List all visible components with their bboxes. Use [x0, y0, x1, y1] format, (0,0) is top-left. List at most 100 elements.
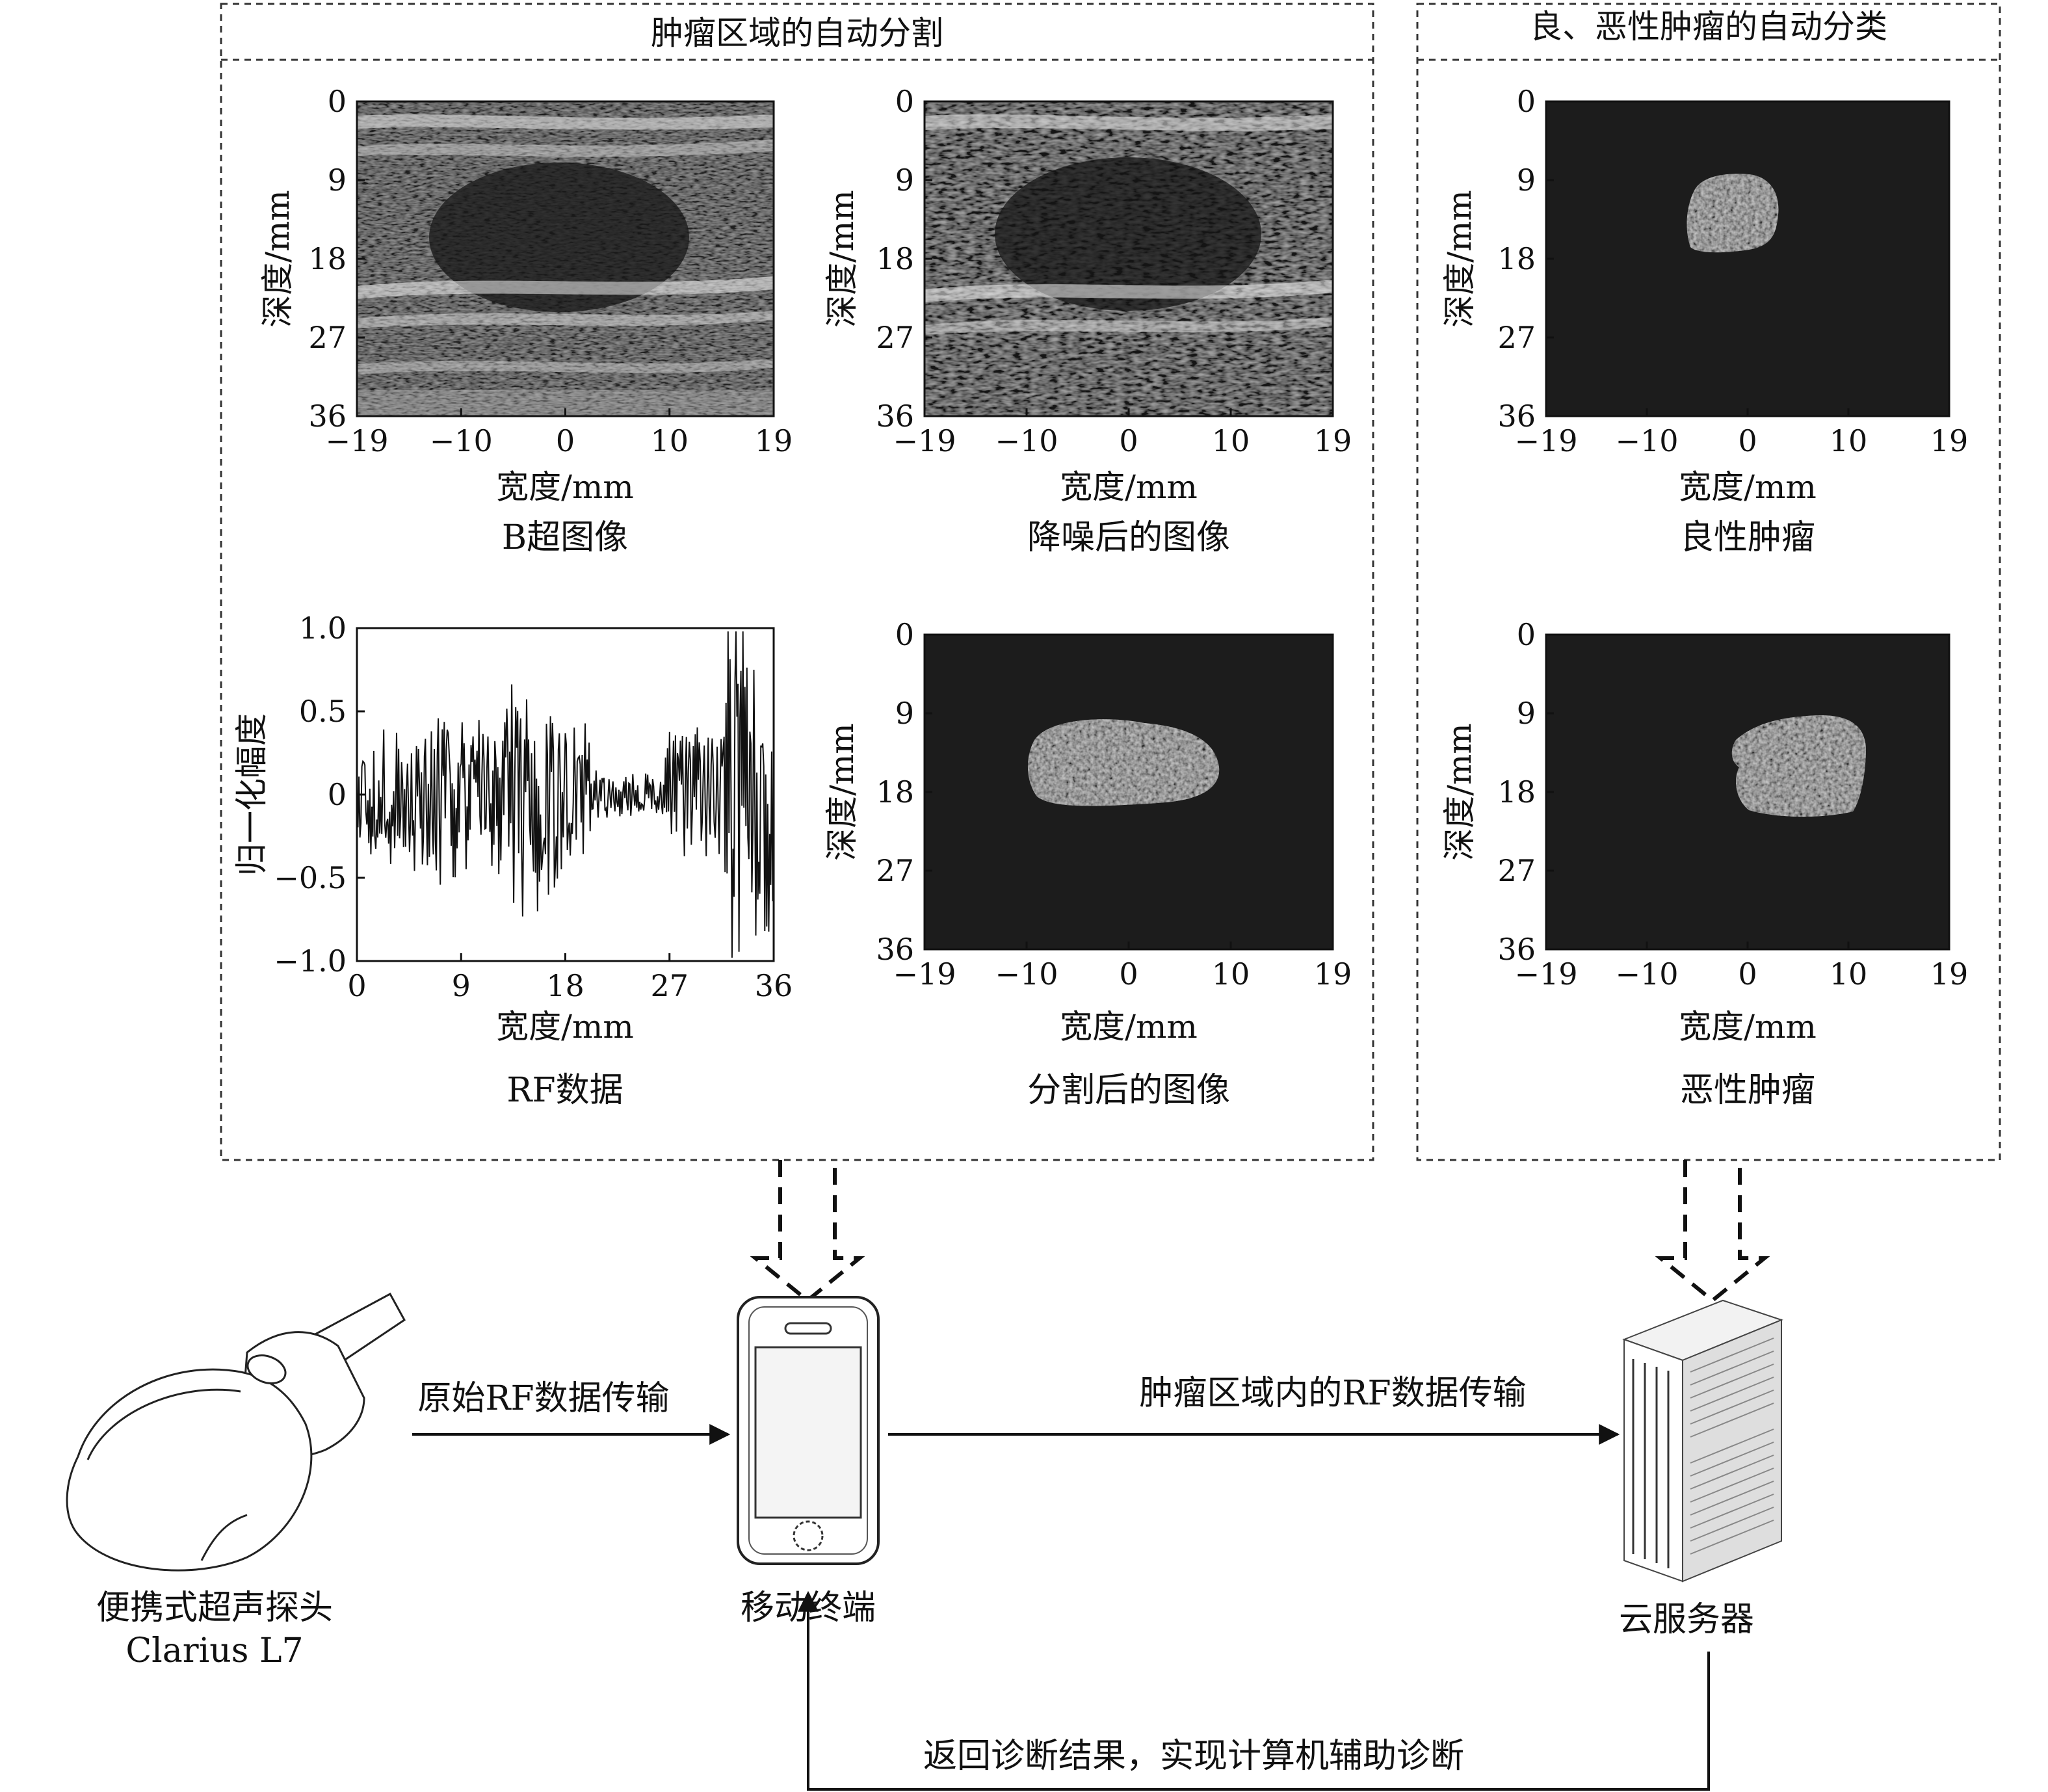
tumor-rf-label: 肿瘤区域内的RF数据传输: [1139, 1374, 1526, 1413]
rf-xtick-label: 18: [546, 968, 584, 1003]
segmented-xtick-label: 0: [1119, 956, 1138, 992]
segmented-ytick-label: 0: [895, 617, 914, 652]
rf-ylabel: 归一化幅度: [233, 713, 270, 876]
rf-ytick-label: −1.0: [274, 943, 347, 979]
rf-xtick-label: 0: [347, 968, 366, 1003]
malignant-ylabel: 深度/mm: [1441, 723, 1478, 861]
bmode-ytick-label: 36: [308, 399, 347, 434]
benign-tumor: [1687, 174, 1779, 253]
benign-xtick-label: 19: [1930, 423, 1969, 458]
segmented-xtick-label: −19: [893, 956, 956, 992]
bmode-ytick-label: 0: [328, 84, 347, 119]
denoised-caption: 降噪后的图像: [1027, 518, 1230, 557]
malignant-ytick-label: 36: [1497, 932, 1536, 967]
bmode-ytick-label: 18: [308, 241, 347, 276]
server-rack-icon: [1622, 1299, 1783, 1583]
bmode-ylabel: 深度/mm: [259, 190, 296, 328]
classification-title: 良、恶性肿瘤的自动分类: [1530, 8, 1887, 46]
malignant-ytick-label: 0: [1517, 617, 1536, 652]
benign-ytick-label: 18: [1497, 241, 1536, 276]
benign-xtick-label: 10: [1830, 423, 1868, 458]
bmode-ytick-label: 27: [308, 320, 347, 355]
raw-rf-label: 原始RF数据传输: [417, 1379, 669, 1418]
malignant-xtick-label: 10: [1830, 956, 1868, 992]
benign-ytick-label: 27: [1497, 320, 1536, 355]
malignant-ytick-label: 27: [1497, 853, 1536, 888]
segmented-ytick-label: 27: [876, 853, 914, 888]
rf-caption: RF数据: [506, 1071, 623, 1110]
classification-frame: [1416, 3, 2001, 1161]
benign-xlabel: 宽度/mm: [1679, 468, 1817, 506]
benign-caption: 良性肿瘤: [1680, 518, 1815, 557]
ultrasound-probe-icon: [66, 1292, 406, 1572]
malignant-xtick-label: −10: [1615, 956, 1678, 992]
probe-label: 便携式超声探头: [96, 1588, 333, 1627]
server-label: 云服务器: [1619, 1600, 1754, 1639]
malignant-caption: 恶性肿瘤: [1680, 1071, 1815, 1110]
denoised-xtick-label: −19: [893, 423, 956, 458]
denoised-ytick-label: 18: [876, 241, 914, 276]
rf-ytick-label: −0.5: [274, 860, 347, 895]
segmented-ytick-label: 36: [876, 932, 914, 967]
bmode-image: [357, 101, 774, 416]
classification-down-arrow: [1655, 1160, 1770, 1303]
malignant-xtick-label: 0: [1738, 956, 1757, 992]
denoised-ytick-label: 9: [895, 163, 914, 198]
benign-xtick-label: 0: [1738, 423, 1757, 458]
classification-section: 良、恶性肿瘤的自动分类: [1416, 3, 2001, 1161]
segmented-ytick-label: 9: [895, 696, 914, 731]
denoised-xtick-label: 0: [1119, 423, 1138, 458]
bmode-caption: B超图像: [502, 518, 628, 557]
probe-model-label: Clarius L7: [125, 1631, 303, 1670]
segmented-xtick-label: −10: [995, 956, 1058, 992]
malignant-xtick-label: −19: [1514, 956, 1577, 992]
segmentation-title: 肿瘤区域的自动分割: [651, 14, 943, 52]
malignant-xlabel: 宽度/mm: [1679, 1008, 1817, 1046]
bmode-xtick-label: −10: [430, 423, 493, 458]
bmode-xtick-label: −19: [325, 423, 388, 458]
bmode-ytick-label: 9: [328, 163, 347, 198]
segmented-ytick-label: 18: [876, 774, 914, 810]
segmented-xlabel: 宽度/mm: [1060, 1008, 1198, 1046]
benign-ytick-label: 9: [1517, 163, 1536, 198]
rf-xlabel: 宽度/mm: [496, 1008, 634, 1046]
denoised-xlabel: 宽度/mm: [1060, 468, 1198, 506]
bmode-xtick-label: 10: [650, 423, 689, 458]
rf-xtick-label: 9: [452, 968, 471, 1003]
segmentation-section: 肿瘤区域的自动分割: [220, 3, 1374, 1161]
rf-ytick-label: 0.5: [299, 694, 347, 729]
denoised-xtick-label: 10: [1212, 423, 1250, 458]
bmode-xlabel: 宽度/mm: [496, 468, 634, 506]
malignant-tumor: [1731, 715, 1866, 817]
denoised-ytick-label: 36: [876, 399, 914, 434]
segmented-tumor: [1027, 719, 1220, 806]
rf-xtick-label: 36: [755, 968, 793, 1003]
benign-ytick-label: 0: [1517, 84, 1536, 119]
benign-xtick-label: −10: [1615, 423, 1678, 458]
smartphone-icon: [737, 1296, 880, 1565]
denoised-ylabel: 深度/mm: [823, 190, 861, 328]
malignant-xtick-label: 19: [1930, 956, 1969, 992]
segmentation-frame: [220, 3, 1374, 1161]
benign-axes-frame: [1545, 100, 1950, 417]
segmented-caption: 分割后的图像: [1027, 1071, 1230, 1110]
rf-ytick-label: 0: [328, 777, 347, 812]
bmode-xtick-label: 0: [556, 423, 575, 458]
segmentation-down-arrow: [750, 1160, 865, 1303]
segmented-xtick-label: 10: [1212, 956, 1250, 992]
benign-ytick-label: 36: [1497, 399, 1536, 434]
rf-xtick-label: 27: [650, 968, 689, 1003]
malignant-ytick-label: 18: [1497, 774, 1536, 810]
